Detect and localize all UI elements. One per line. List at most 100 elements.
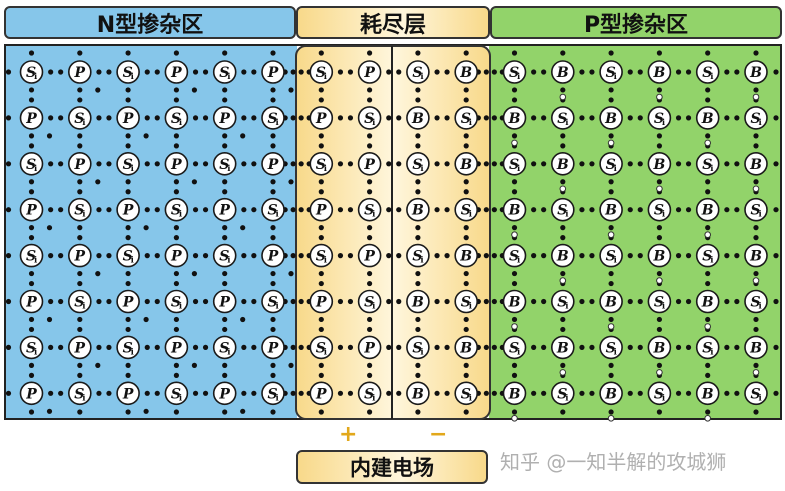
- donor-symbol: P: [267, 157, 279, 173]
- silicon-subscript: i: [34, 72, 38, 82]
- donor-atom: [309, 197, 334, 222]
- electron: [608, 179, 614, 185]
- donor-symbol: P: [315, 295, 327, 311]
- electron: [318, 280, 324, 287]
- electron: [579, 207, 585, 213]
- silicon-subscript: i: [34, 347, 38, 357]
- electron: [386, 298, 392, 305]
- silicon-subscript: i: [565, 302, 569, 312]
- electron: [656, 316, 663, 323]
- electron: [125, 362, 131, 368]
- silicon-subscript: i: [420, 256, 424, 266]
- silicon-subscript: i: [227, 164, 231, 174]
- electron: [608, 270, 614, 277]
- electron: [202, 115, 209, 121]
- acceptor-symbol: B: [749, 157, 762, 173]
- electron: [705, 97, 711, 103]
- electron: [298, 115, 304, 121]
- hole: [656, 369, 663, 376]
- electron: [318, 372, 324, 378]
- electron: [96, 344, 102, 350]
- electron: [637, 390, 643, 396]
- silicon-symbol: S: [219, 65, 229, 81]
- donor-atom: [212, 106, 237, 130]
- electron: [656, 409, 663, 415]
- hole: [511, 323, 518, 330]
- donor-symbol: P: [315, 111, 327, 127]
- electron: [685, 69, 692, 75]
- donor-atom: [261, 60, 285, 84]
- electron: [77, 189, 83, 195]
- electron: [773, 390, 779, 396]
- electron: [154, 344, 160, 350]
- acceptor-atom: [647, 335, 672, 360]
- hole: [752, 185, 760, 193]
- electron: [705, 280, 711, 287]
- silicon-atom: [406, 335, 430, 360]
- silicon-subscript: i: [227, 72, 231, 82]
- hole: [607, 231, 615, 238]
- electron: [608, 316, 614, 323]
- electron: [734, 253, 740, 259]
- electron: [685, 390, 692, 396]
- electron: [724, 390, 730, 396]
- electron: [154, 298, 160, 305]
- electron: [288, 271, 294, 277]
- electron: [511, 189, 518, 195]
- electron: [5, 298, 12, 305]
- acceptor-symbol: B: [411, 203, 424, 219]
- p-region-label: P型掺杂区: [490, 6, 782, 39]
- electron: [106, 161, 112, 167]
- electron: [705, 316, 711, 323]
- donor-atom: [19, 381, 44, 406]
- donor-atom: [68, 60, 92, 84]
- silicon-atom: [744, 289, 768, 314]
- electron: [531, 298, 537, 305]
- electron: [77, 87, 83, 93]
- electron: [531, 390, 537, 396]
- electron: [173, 133, 179, 139]
- electron: [222, 316, 228, 323]
- electron: [627, 253, 633, 259]
- silicon-symbol: S: [751, 111, 761, 127]
- hole: [559, 93, 567, 101]
- silicon-subscript: i: [34, 164, 38, 174]
- silicon-symbol: S: [123, 340, 133, 356]
- electron: [222, 409, 228, 415]
- silicon-atom: [550, 381, 575, 406]
- acceptor-symbol: B: [604, 295, 617, 311]
- silicon-atom: [19, 243, 44, 268]
- electron: [531, 207, 537, 213]
- electron: [154, 253, 160, 259]
- electron: [434, 115, 440, 121]
- donor-atom: [19, 289, 44, 314]
- electron: [144, 344, 150, 350]
- electron: [192, 253, 199, 259]
- silicon-atom: [164, 106, 189, 130]
- electron: [318, 235, 324, 241]
- electron: [685, 207, 692, 213]
- donor-symbol: P: [122, 203, 134, 219]
- acceptor-atom: [695, 381, 720, 406]
- donor-atom: [309, 289, 334, 314]
- silicon-symbol: S: [654, 386, 664, 402]
- donor-symbol: P: [25, 295, 37, 311]
- electron: [48, 344, 54, 350]
- electron: [202, 390, 209, 396]
- silicon-subscript: i: [662, 118, 666, 128]
- silicon-symbol: S: [557, 111, 567, 127]
- hole: [559, 369, 567, 376]
- acceptor-symbol: B: [459, 157, 472, 173]
- donor-atom: [357, 243, 382, 268]
- electron: [491, 390, 497, 396]
- electron: [5, 161, 12, 167]
- electron: [298, 69, 304, 75]
- electron: [753, 316, 759, 323]
- electron: [58, 115, 64, 121]
- electron: [396, 390, 402, 396]
- silicon-subscript: i: [179, 118, 183, 128]
- electron: [434, 344, 440, 350]
- electron: [318, 316, 324, 323]
- electron: [753, 409, 759, 415]
